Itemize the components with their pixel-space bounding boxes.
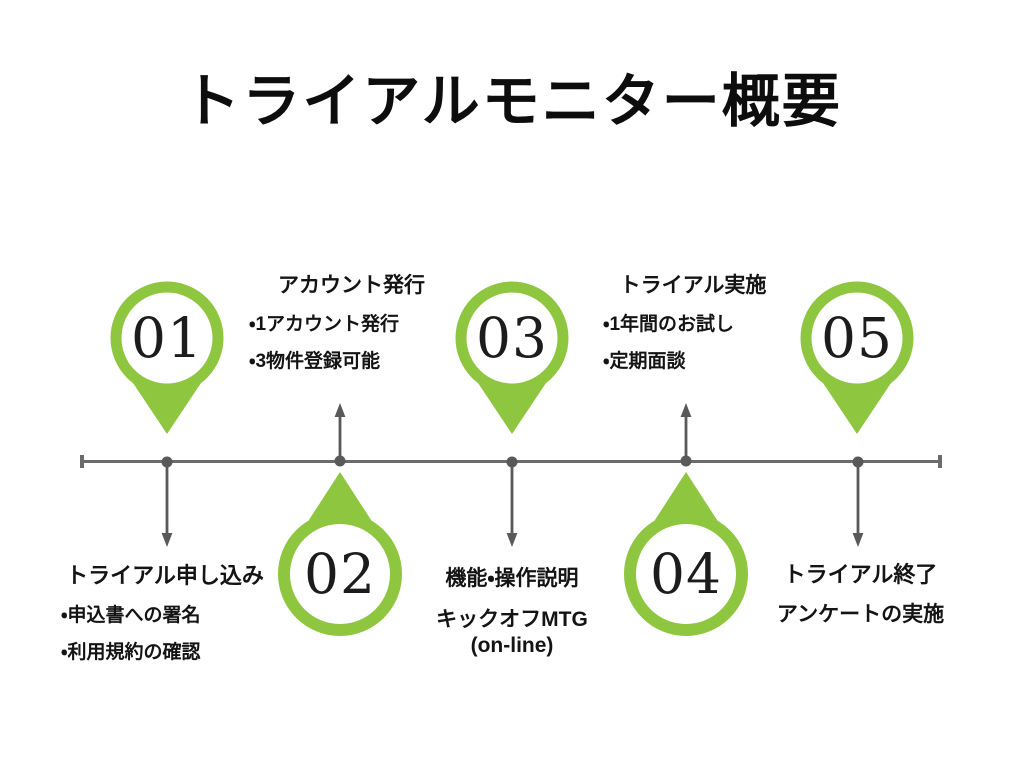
step-detail-01-2: ・利用規約の確認 [61,642,201,664]
step-detail-05-1: アンケートの実施 [776,603,945,627]
connector-arrow-up-02 [332,400,348,473]
map-pin-icon [455,281,569,434]
step-detail-04-1: ・1年間のお試し [603,314,735,336]
step-pin-03: 03 [450,276,574,438]
step-heading-02: アカウント発行 [278,274,425,297]
step-label-05: トライアル終了 アンケートの実施 [758,562,963,628]
map-pin-icon [278,472,402,636]
map-pin-icon [110,281,224,434]
step-number-02: 02 [304,542,376,606]
step-heading-04: トライアル実施 [619,274,767,297]
step-heading-01: トライアル申し込み [66,563,264,588]
connector-arrow-up-04 [678,400,694,473]
step-pin-01: 01 [105,276,229,438]
map-pin-icon [624,472,748,636]
step-number-05: 05 [821,306,893,370]
page-title: トライアルモニター概要 [182,69,842,134]
map-pin-icon [800,281,914,434]
step-pin-02: 02 [272,468,408,638]
step-pin-05: 05 [795,276,919,438]
step-number-03: 03 [476,306,548,370]
connector-arrow-down-05 [850,456,866,553]
step-pin-04: 04 [618,468,754,638]
step-detail-03-1: キックオフMTG [436,608,588,632]
step-heading-03: 機能・操作説明 [445,567,579,590]
step-label-02: アカウント発行 ・1アカウント発行 ・3物件登録可能 [249,273,454,374]
timeline-start-tick [80,455,84,468]
step-detail-01-1: ・申込書への署名 [61,605,201,627]
step-label-03: 機能・操作説明 キックオフMTG (on-line) [412,566,612,659]
step-detail-04-2: ・定期面談 [603,350,686,372]
step-number-04: 04 [650,542,722,606]
step-detail-03-2: (on-line) [470,634,554,658]
connector-arrow-down-03 [504,456,520,553]
timeline-end-tick [938,455,942,468]
connector-arrow-down-01 [159,456,175,553]
step-number-01: 01 [131,306,203,370]
step-label-04: トライアル実施 ・1年間のお試し ・定期面談 [603,273,783,374]
step-detail-02-2: ・3物件登録可能 [249,350,381,372]
step-heading-05: トライアル終了 [783,562,938,587]
step-detail-02-1: ・1アカウント発行 [249,314,400,336]
step-label-01: トライアル申し込み ・申込書への署名 ・利用規約の確認 [55,563,275,665]
